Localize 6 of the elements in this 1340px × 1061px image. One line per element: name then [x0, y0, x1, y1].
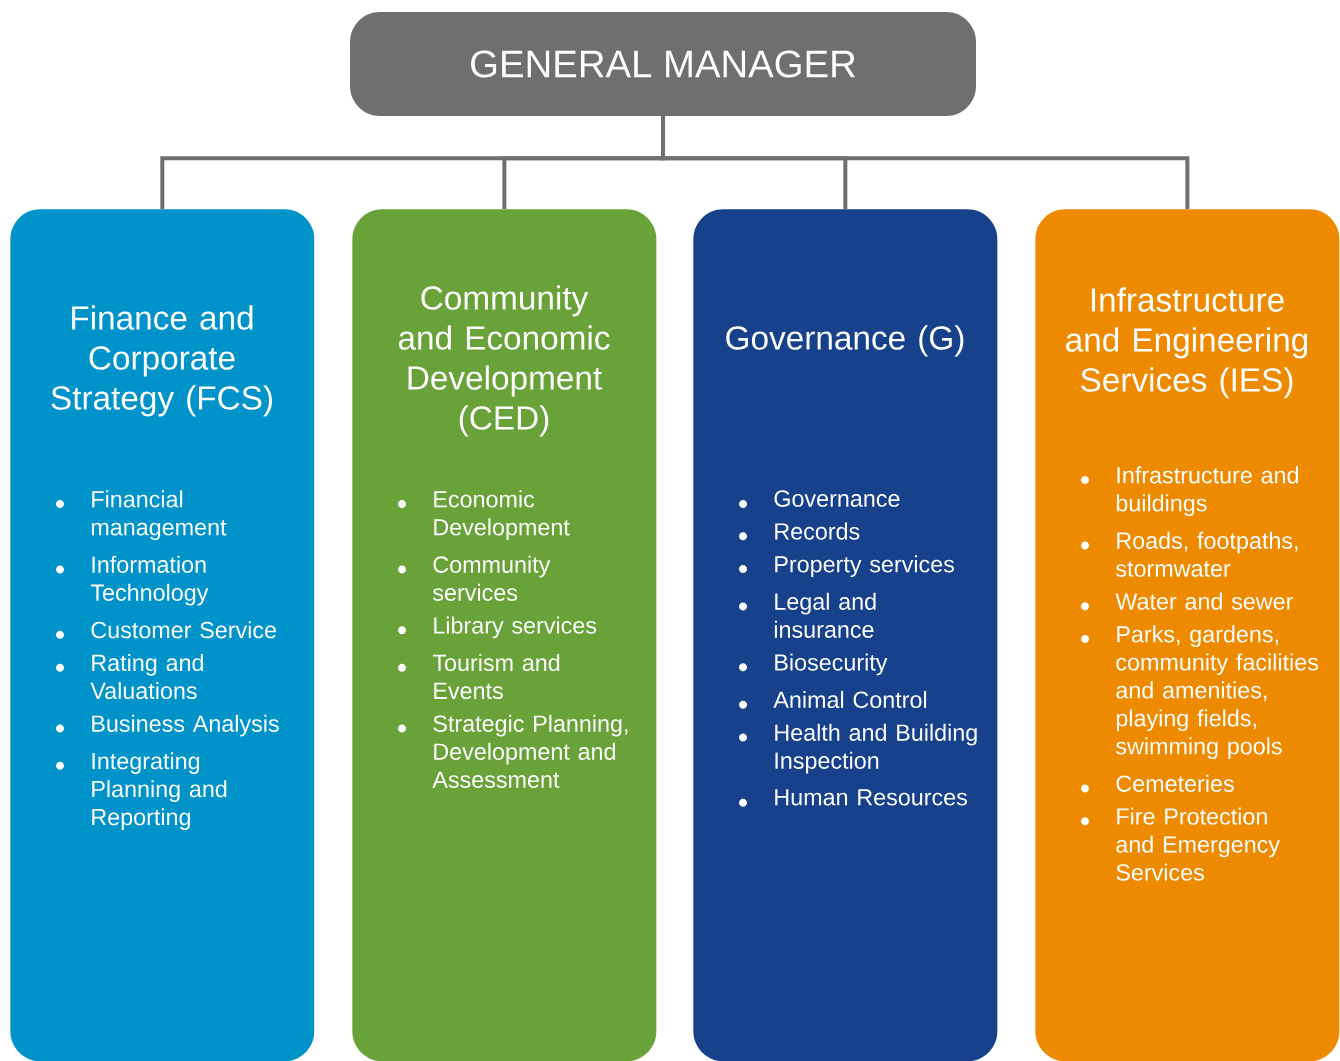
- connector-line: [661, 116, 1190, 209]
- department-column: Finance and Corporate Strategy (FCS) Financial management Information Technology Customer Service Rating and Valuations Business Analysis Integrating Planning and Reporting: [10, 209, 315, 1061]
- department-column: Infrastructure and Engineering Services (IES) Infrastructure and buildings Roads, footpaths, stormwater Water and sewer Parks, gardens, community facilities and amenities, playing fields, swimming pools Cemeteries Fire Protection and Emergency Services: [1035, 209, 1340, 1061]
- department-column: Community and Economic Development (CED) Economic Development Community services Library services Tourism and Events Strategic Planning, Development and Assessment: [352, 209, 657, 1061]
- department-column: Governance (G) Governance Records Property services Legal and insurance Biosecurity Animal Control Health and Building Inspection Human Resources: [693, 209, 998, 1061]
- manager-box: GENERAL MANAGER: [350, 12, 976, 116]
